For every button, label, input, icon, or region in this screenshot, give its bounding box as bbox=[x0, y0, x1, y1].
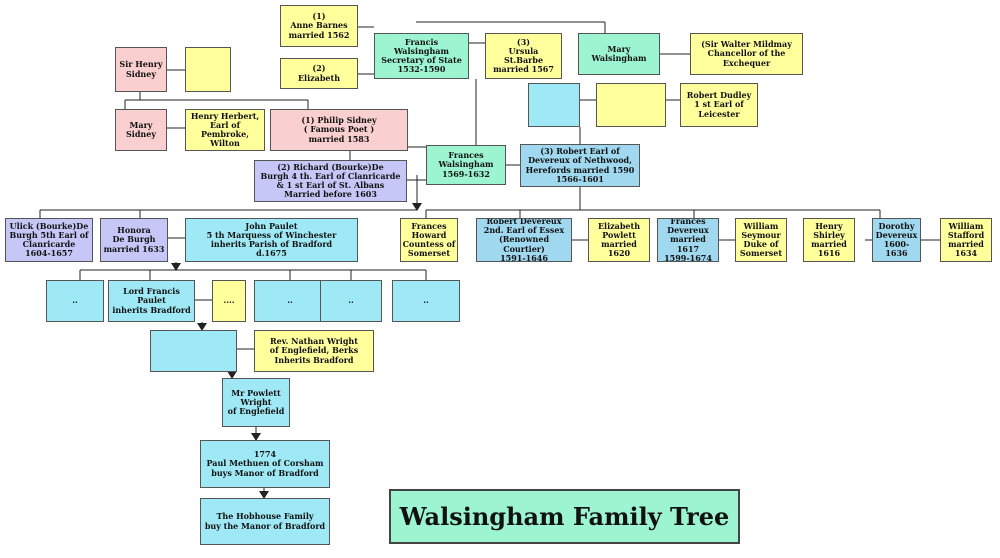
person-anne-barnes: (1) Anne Barnes married 1562 bbox=[280, 5, 358, 47]
person-powlett-wright: Mr Powlett Wright of Englefield bbox=[222, 378, 290, 427]
person-frances-devereux: Frances Devereux married 1617 1599-1674 bbox=[657, 218, 719, 262]
person-william-stafford: William Stafford married 1634 bbox=[940, 218, 992, 262]
person-dorothy-devereux: Dorothy Devereux 1600-1636 bbox=[872, 218, 921, 262]
person-child-1: .. bbox=[46, 280, 104, 322]
person-frances-howard: Frances Howard Countess of Somerset bbox=[400, 218, 458, 262]
diagram-title: Walsingham Family Tree bbox=[389, 489, 740, 544]
person-frances-walsingham: Frances Walsingham 1569-1632 bbox=[426, 145, 506, 185]
person-william-seymour: William Seymour Duke of Somerset bbox=[735, 218, 787, 262]
person-mary-walsingham: Mary Walsingham bbox=[578, 33, 660, 75]
person-mary-sidney: Mary Sidney bbox=[115, 109, 167, 151]
person-unnamed-cyan-2 bbox=[150, 330, 237, 372]
person-henry-herbert: Henry Herbert, Earl of Pembroke, Wilton bbox=[185, 109, 265, 151]
person-child-5: .. bbox=[392, 280, 460, 322]
person-henry-shirley: Henry Shirley married 1616 bbox=[803, 218, 855, 262]
person-robert-dudley: Robert Dudley 1 st Earl of Leicester bbox=[680, 83, 758, 127]
person-honora-burgh: Honora De Burgh married 1633 bbox=[100, 218, 168, 262]
person-lord-francis-paulet: Lord Francis Paulet inherits Bradford bbox=[108, 280, 195, 322]
person-ulick-burgh: Ulick (Bourke)De Burgh 5th Earl of Clanr… bbox=[5, 218, 93, 262]
person-hobhouse-family: The Hobhouse Family buy the Manor of Bra… bbox=[200, 498, 330, 545]
person-unnamed-cyan bbox=[528, 83, 580, 127]
person-richard-burgh: (2) Richard (Bourke)De Burgh 4 th. Earl … bbox=[254, 160, 407, 202]
person-walter-mildmay: (Sir Walter Mildmay Chancellor of the Ex… bbox=[690, 33, 803, 75]
person-robert-devereux: Robert Devereux 2nd. Earl of Essex (Reno… bbox=[476, 218, 572, 262]
person-paul-methuen: 1774 Paul Methuen of Corsham buys Manor … bbox=[200, 440, 330, 488]
person-elizabeth: (2) Elizabeth bbox=[280, 58, 358, 89]
person-nathan-wright: Rev. Nathan Wright of Englefield, Berks … bbox=[254, 330, 374, 372]
person-child-4: .. bbox=[320, 280, 382, 322]
person-francis-walsingham: Francis Walsingham Secretary of State 15… bbox=[374, 33, 469, 79]
person-henry-sidney-spouse bbox=[185, 47, 231, 92]
person-robert-earl-devereux: (3) Robert Earl of Devereux of Nethwood,… bbox=[520, 144, 640, 187]
person-ursula-st-barbe: (3) Ursula St.Barbe married 1567 bbox=[485, 33, 562, 79]
person-philip-sidney: (1) Philip Sidney ( Famous Poet ) marrie… bbox=[270, 109, 408, 151]
person-unnamed-yellow bbox=[596, 83, 666, 127]
person-john-paulet: John Paulet 5 th Marquess of Winchester … bbox=[185, 218, 358, 262]
person-child-spouse: .... bbox=[212, 280, 246, 322]
person-henry-sidney: Sir Henry Sidney bbox=[115, 47, 167, 92]
person-child-3: .. bbox=[254, 280, 326, 322]
person-elizabeth-powlett: Elizabeth Powlett married 1620 bbox=[588, 218, 650, 262]
